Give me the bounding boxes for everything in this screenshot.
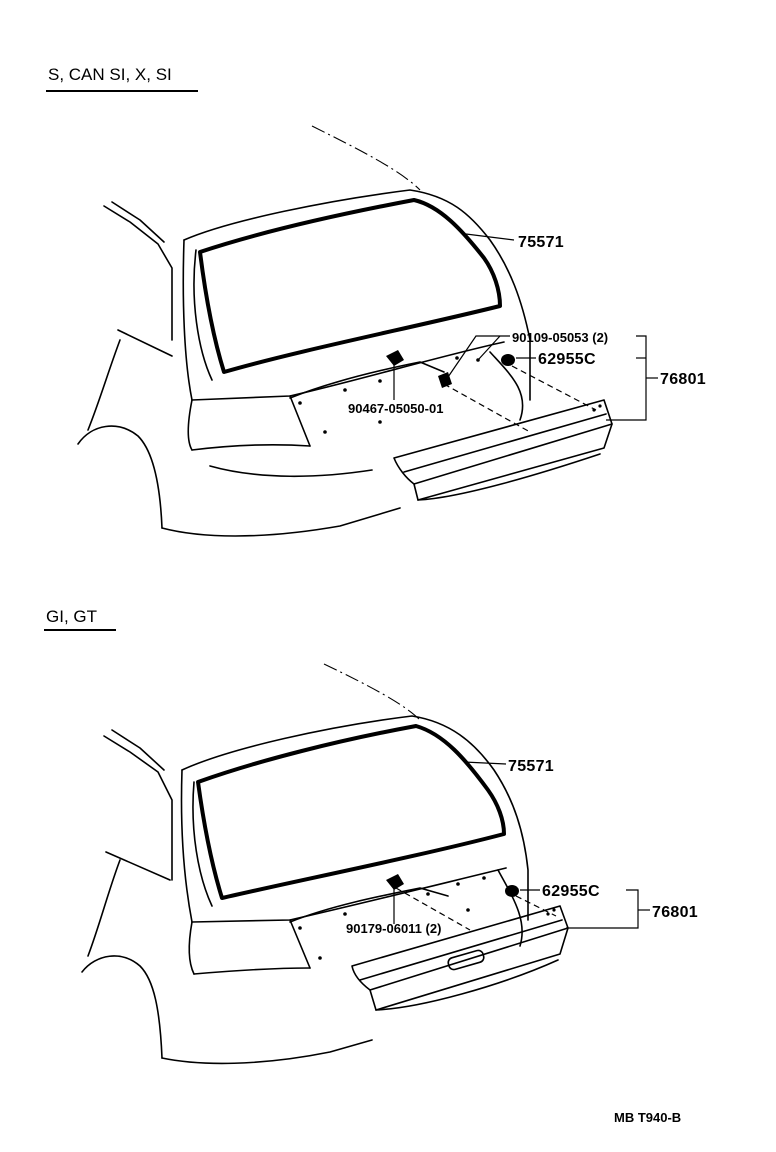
top-car-body	[77, 125, 531, 537]
top-label-nut: 90467-05050-01	[348, 401, 443, 416]
top-leaders	[393, 233, 658, 421]
bottom-nut-90179	[386, 874, 404, 890]
bottom-label-nut: 90179-06011 (2)	[346, 921, 441, 936]
bottom-handle-recess	[447, 949, 485, 971]
reference-code: MB T940-B	[614, 1110, 681, 1125]
top-label-clip: 62955C	[538, 351, 596, 368]
top-label-screw-clip: 90109-05053 (2)	[512, 330, 608, 345]
top-label-weatherstrip: 75571	[518, 234, 564, 251]
top-nut-90467	[386, 350, 404, 366]
bottom-label-moulding-assy: 76801	[652, 904, 698, 921]
bottom-leaders	[393, 761, 650, 929]
bottom-moulding-assy	[351, 905, 569, 1011]
bottom-label-weatherstrip: 75571	[508, 758, 554, 775]
bottom-clip-62955c	[505, 885, 519, 897]
top-moulding-assy	[393, 399, 613, 501]
bottom-label-clip: 62955C	[542, 883, 600, 900]
top-label-moulding-assy: 76801	[660, 371, 706, 388]
bottom-car-body	[81, 663, 529, 1065]
top-section-header: S, CAN SI, X, SI	[48, 65, 172, 84]
bottom-section: GI, GT	[44, 607, 698, 1065]
bottom-fasteners	[386, 874, 557, 931]
top-section: S, CAN SI, X, SI	[46, 65, 706, 537]
bottom-section-header: GI, GT	[46, 607, 97, 626]
top-clip-62955c	[501, 354, 515, 366]
